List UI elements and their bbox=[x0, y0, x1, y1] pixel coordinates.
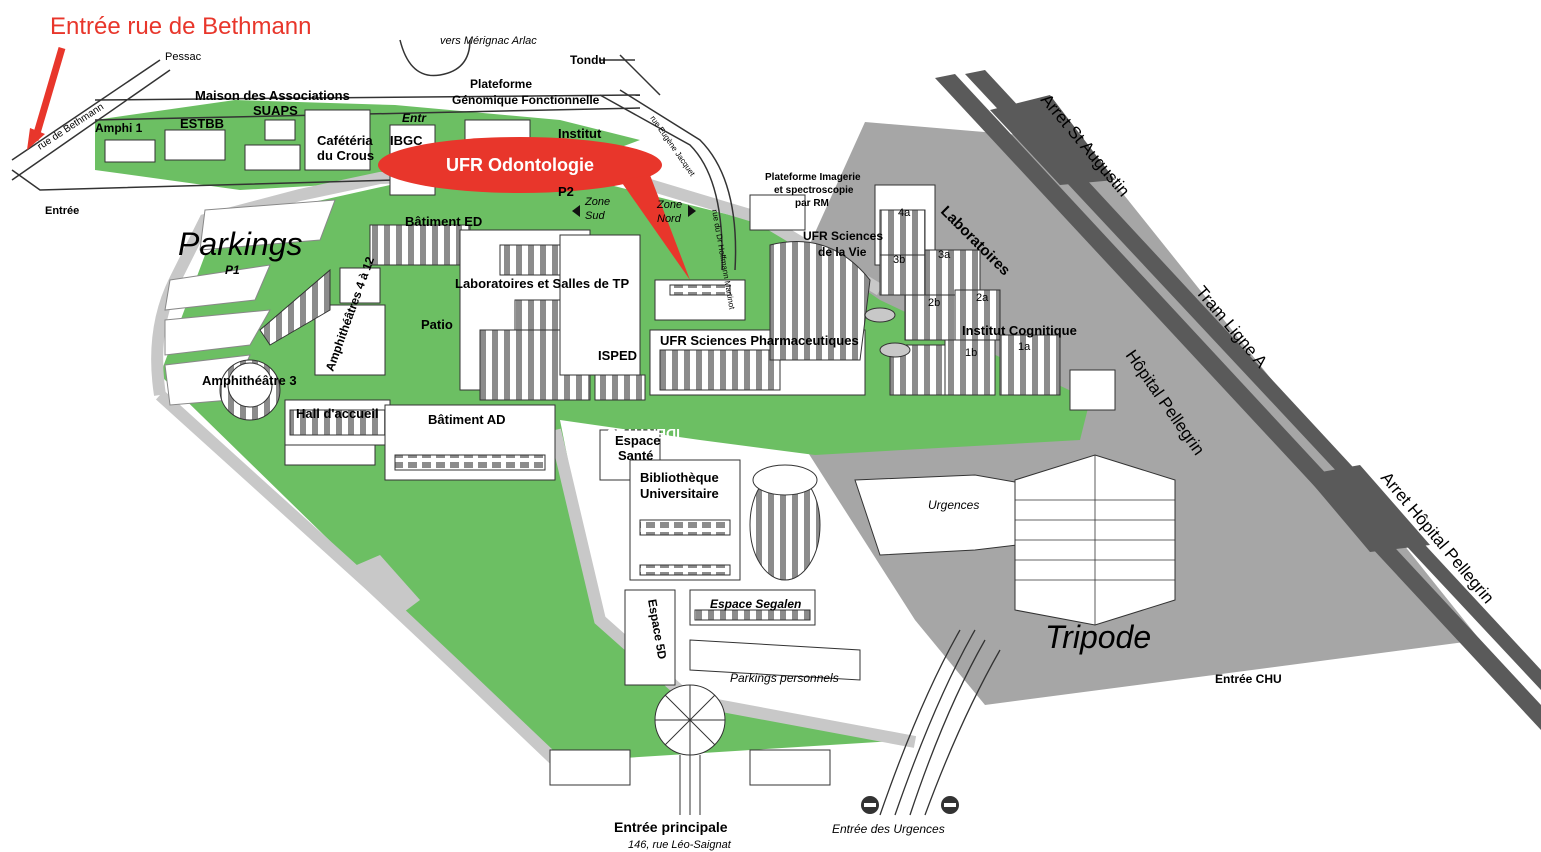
entree-urgences-label: Entrée des Urgences bbox=[832, 822, 945, 836]
zone-sud-label-2: Sud bbox=[585, 210, 605, 222]
identites-label: IDENTITES bbox=[607, 426, 680, 442]
maison-label: Maison des Associations bbox=[195, 88, 350, 103]
crous-label: du Crous bbox=[317, 148, 374, 163]
central-buildings bbox=[219, 224, 866, 481]
p1-label: P1 bbox=[225, 263, 240, 277]
suaps-label: SUAPS bbox=[253, 103, 298, 118]
ibgc-label: IBGC bbox=[390, 133, 423, 148]
no-entry-icons bbox=[861, 796, 959, 814]
lab-3b: 3b bbox=[893, 254, 905, 266]
urgences-label: Urgences bbox=[928, 498, 979, 512]
ufr-vie-label-1: UFR Sciences bbox=[803, 229, 883, 243]
estbb-label: ESTBB bbox=[180, 116, 224, 131]
p2-label: P2 bbox=[558, 184, 574, 199]
isped-label: ISPED bbox=[598, 348, 637, 363]
entree-principale-label: Entrée principale bbox=[614, 819, 728, 835]
amphi1-label: Amphi 1 bbox=[95, 121, 143, 135]
parkings-perso-label: Parkings personnels bbox=[730, 671, 839, 685]
institut-cognitique-label: Institut Cognitique bbox=[962, 323, 1077, 338]
plateforme-imagerie-label-3: par RM bbox=[795, 198, 829, 209]
plateforme-label: Plateforme bbox=[470, 77, 532, 91]
bottom-roads bbox=[879, 629, 1001, 816]
lab-3a: 3a bbox=[938, 249, 951, 261]
hospital-buildings bbox=[854, 454, 1176, 626]
labs-buildings bbox=[749, 184, 1116, 411]
zone-nord-label-1: Zone bbox=[656, 199, 682, 211]
lab-1b: 1b bbox=[965, 347, 977, 359]
entree-chu-label: Entrée CHU bbox=[1215, 672, 1282, 686]
cafeteria-label: Cafétéria bbox=[317, 133, 373, 148]
ufr-odontologie-label: UFR Odontologie bbox=[446, 155, 594, 175]
patio-label: Patio bbox=[421, 317, 453, 332]
top-streets bbox=[11, 39, 737, 271]
ufr-pharma-label: UFR Sciences Pharmaceutiques bbox=[660, 333, 859, 348]
labos-tp-label: Laboratoires et Salles de TP bbox=[455, 276, 629, 291]
biblio-label-2: Universitaire bbox=[640, 486, 719, 501]
amphi3-label: Amphithéâtre 3 bbox=[202, 373, 297, 388]
plateforme-imagerie-label-1: Plateforme Imagerie bbox=[765, 172, 861, 183]
genomique-label: Génomique Fonctionnelle bbox=[452, 93, 600, 107]
odonto-badge bbox=[378, 137, 662, 193]
zone-sud-label-1: Zone bbox=[584, 196, 610, 208]
parking-strip bbox=[345, 555, 420, 615]
street-tondu: Tondu bbox=[570, 53, 606, 67]
zone-nord-label-2: Nord bbox=[657, 213, 682, 225]
batiment-ad-label: Bâtiment AD bbox=[428, 412, 506, 427]
espace-segalen-label: Espace Segalen bbox=[710, 597, 801, 611]
batiment-ed-label: Bâtiment ED bbox=[405, 214, 482, 229]
hall-label: Hall d'accueil bbox=[296, 406, 379, 421]
institut-label: Institut bbox=[558, 126, 602, 141]
street-merignac: vers Mérignac Arlac bbox=[440, 35, 537, 47]
lab-4a: 4a bbox=[898, 207, 911, 219]
entr-label: Entr bbox=[402, 111, 427, 125]
tripode-label: Tripode bbox=[1045, 619, 1151, 655]
zone-sud-arrow-icon bbox=[572, 205, 580, 217]
parkings-label: Parkings bbox=[178, 226, 303, 262]
lab-1a: 1a bbox=[1018, 341, 1031, 353]
plateforme-imagerie-label-2: et spectroscopie bbox=[774, 185, 854, 196]
adresse-label: 146, rue Léo-Saignat bbox=[628, 839, 732, 851]
espace-sante-label-1: Espace bbox=[615, 433, 661, 448]
tram-tracks bbox=[935, 70, 1541, 730]
espace-sante-label-2: Santé bbox=[618, 448, 653, 463]
street-pessac: Pessac bbox=[165, 51, 202, 63]
entrance-bethmann-label: Entrée rue de Bethmann bbox=[50, 13, 312, 40]
lab-2b: 2b bbox=[928, 297, 940, 309]
red-markers bbox=[27, 47, 690, 280]
biblio-label-1: Bibliothèque bbox=[640, 470, 719, 485]
lab-2a: 2a bbox=[976, 292, 989, 304]
zone-nord-arrow-icon bbox=[688, 205, 696, 217]
lower-buildings bbox=[549, 429, 861, 815]
ufr-vie-label-2: de la Vie bbox=[818, 245, 867, 259]
entree-left-label: Entrée bbox=[45, 205, 79, 217]
